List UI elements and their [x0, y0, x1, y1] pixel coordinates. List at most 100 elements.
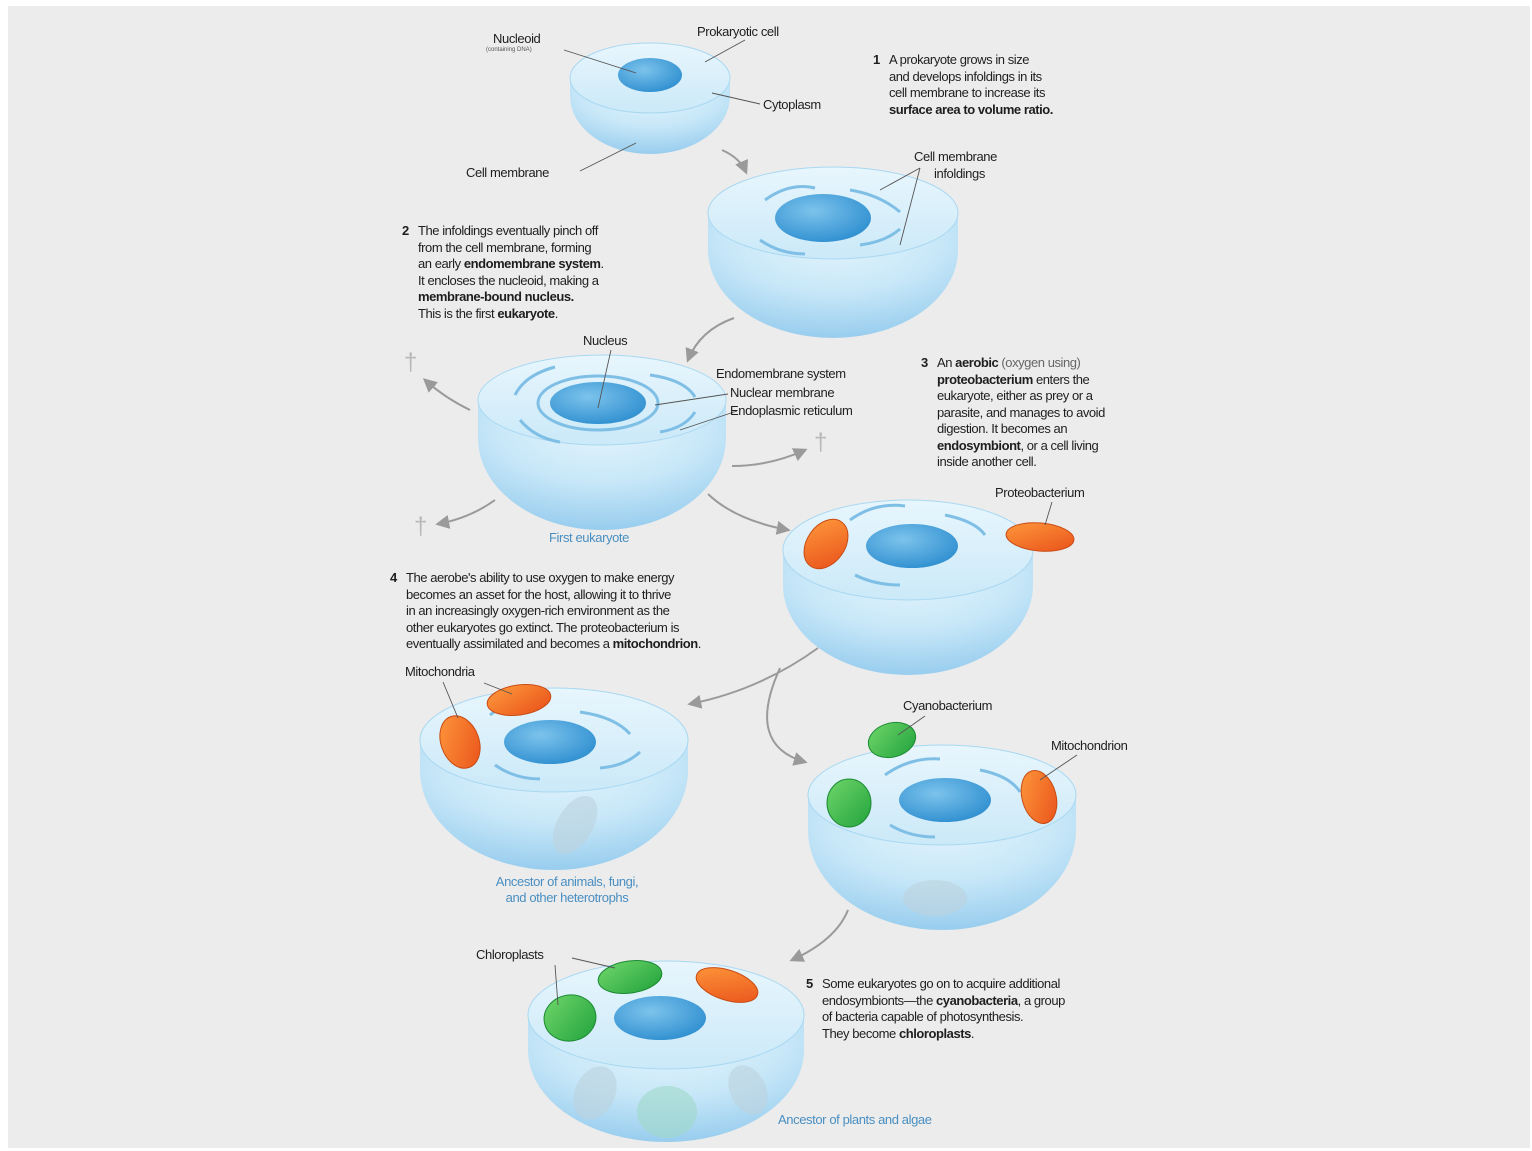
- label-nucleoid-sub: (containing DNA): [486, 47, 532, 53]
- step-3-line: proteobacterium enters the: [937, 372, 1105, 389]
- step-text-segment: in an increasingly oxygen-rich environme…: [406, 603, 670, 618]
- vacuole-shape: [573, 1066, 617, 1120]
- extinct-dagger-icon: †: [414, 513, 427, 540]
- arrow-step-3: [707, 493, 791, 535]
- label-infoldings-2: infoldings: [934, 166, 985, 181]
- label-nucleoid: Nucleoid: [493, 31, 541, 46]
- step-text-segment: An: [937, 355, 956, 370]
- step-text-segment: endomembrane system: [463, 256, 601, 271]
- step-5-number: 5: [806, 976, 814, 991]
- step-text-segment: This is the first: [418, 305, 498, 321]
- leader-chloroplasts: [554, 957, 616, 1006]
- step-text-segment: eukaryote: [497, 305, 555, 321]
- nucleoid-shape: [618, 58, 682, 92]
- step-2-line: membrane-bound nucleus.: [418, 289, 604, 306]
- step-text-segment: an early: [418, 256, 464, 271]
- step-text-segment: membrane-bound nucleus.: [418, 289, 574, 304]
- step-text-segment: parasite, and manages to avoid: [937, 404, 1105, 420]
- step-text-segment: , or a cell living: [1020, 437, 1099, 453]
- chloroplast-inside: [826, 778, 872, 828]
- nucleus-shape: [550, 382, 646, 424]
- step-text-segment: of bacteria capable of photosynthesis.: [822, 1009, 1024, 1024]
- step-text-segment: It encloses the nucleoid, making a: [418, 272, 599, 288]
- step-1-line: A prokaryote grows in size: [889, 52, 1053, 69]
- step-text-segment: The aerobe's ability to use oxygen to ma…: [406, 570, 675, 585]
- step-1-line: and develops infoldings in its: [889, 69, 1053, 86]
- vacuole-shape: [903, 880, 967, 916]
- step-5-text: Some eukaryotes go on to acquire additio…: [822, 976, 1065, 1042]
- vacuole-shape: [728, 1065, 768, 1115]
- leader-endomembrane: [654, 393, 738, 431]
- leader-infoldings: [879, 167, 921, 246]
- step-text-segment: mitochondrion: [612, 636, 699, 651]
- step-text-segment: surface area to volume ratio.: [889, 101, 1053, 117]
- leader-nucleus: [597, 349, 612, 409]
- caption-first-eukaryote: First eukaryote: [549, 530, 629, 545]
- step-text-segment: cell membrane to increase its: [889, 85, 1046, 100]
- proteobacterium-inside: [803, 518, 849, 570]
- label-cell-membrane: Cell membrane: [466, 165, 549, 180]
- arrow-step-4a: [687, 647, 819, 709]
- step-5-line: They become chloroplasts.: [822, 1026, 1065, 1043]
- step-1-number: 1: [873, 52, 881, 67]
- nucleus-shape: [899, 778, 991, 822]
- label-mitochondria: Mitochondria: [405, 664, 475, 679]
- step-text-segment: enters the: [1032, 371, 1090, 387]
- first-eukaryote-cell: [477, 354, 727, 530]
- step-text-segment: A prokaryote grows in size: [889, 52, 1030, 67]
- leader-nucleoid: [563, 49, 637, 74]
- step-5-line: of bacteria capable of photosynthesis.: [822, 1009, 1065, 1026]
- label-cytoplasm: Cytoplasm: [763, 97, 821, 112]
- leader-cytoplasm: [711, 92, 761, 105]
- step-text-segment: (oxygen using): [998, 355, 1081, 370]
- chloroplast-shape: [597, 960, 663, 994]
- arrow-extinct-1: [422, 378, 471, 411]
- leader-cyanobacterium: [897, 715, 926, 736]
- infolding-lines: [759, 185, 901, 256]
- step-text-segment: endosymbionts—the: [822, 992, 937, 1008]
- endomembrane-lines: [849, 503, 987, 587]
- step-4-line: eventually assimilated and becomes a mit…: [406, 636, 701, 653]
- step-3-text: An aerobic (oxygen using)proteobacterium…: [937, 355, 1105, 471]
- step-4-line: The aerobe's ability to use oxygen to ma…: [406, 570, 701, 587]
- step-4-text: The aerobe's ability to use oxygen to ma…: [406, 570, 701, 653]
- label-nucleus: Nucleus: [583, 333, 628, 348]
- step-text-segment: cyanobacteria: [936, 992, 1018, 1008]
- step-5-line: Some eukaryotes go on to acquire additio…: [822, 976, 1065, 993]
- extinct-dagger-icon: †: [404, 349, 417, 376]
- step-4-line: in an increasingly oxygen-rich environme…: [406, 603, 701, 620]
- step-3-line: An aerobic (oxygen using): [937, 355, 1105, 372]
- step-3-line: inside another cell.: [937, 454, 1105, 471]
- step-2-line: The infoldings eventually pinch off: [418, 223, 604, 240]
- step-3-line: parasite, and manages to avoid: [937, 405, 1105, 422]
- label-nuclear-membrane: Nuclear membrane: [730, 385, 835, 400]
- step-text-segment: and develops infoldings in its: [889, 68, 1042, 84]
- step-text-segment: endosymbiont: [937, 437, 1021, 453]
- leader-lines: [442, 39, 1078, 1006]
- step-text-segment: eukaryote, either as prey or a: [937, 388, 1093, 403]
- step-text-segment: chloroplasts: [898, 1025, 971, 1041]
- mitochondrion-shape: [486, 683, 552, 717]
- label-endomembrane-system: Endomembrane system: [716, 366, 846, 381]
- label-endoplasmic-reticulum: Endoplasmic reticulum: [730, 403, 853, 418]
- vacuole-shape: [552, 795, 598, 855]
- step-text-segment: inside another cell.: [937, 454, 1037, 469]
- step-5-line: endosymbionts—the cyanobacteria, a group: [822, 993, 1065, 1010]
- step-text-segment: .: [600, 256, 604, 271]
- label-prokaryotic-cell: Prokaryotic cell: [697, 24, 779, 39]
- step-2-number: 2: [402, 223, 410, 238]
- step-text-segment: digestion. It becomes an: [937, 421, 1068, 436]
- step-text-segment: aerobic: [955, 355, 999, 370]
- flow-arrows: [422, 149, 849, 962]
- step-4-line: other eukaryotes go extinct. The proteob…: [406, 620, 701, 637]
- arrow-step-1: [721, 149, 749, 175]
- proteobacterium-entering: [1005, 522, 1075, 552]
- step-3-line: endosymbiont, or a cell living: [937, 438, 1105, 455]
- step-text-segment: proteobacterium: [937, 371, 1033, 387]
- mitochondrion-shape: [695, 967, 759, 1003]
- step-text-segment: eventually assimilated and becomes a: [406, 636, 613, 651]
